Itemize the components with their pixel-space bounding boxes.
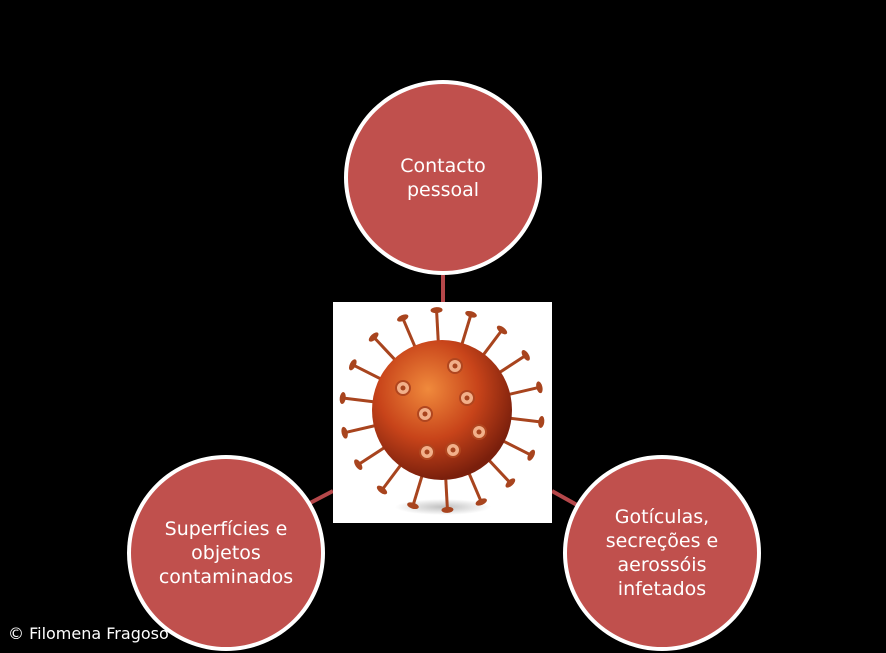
virus-spike-tip <box>527 449 536 461</box>
virus-spike <box>496 354 527 376</box>
virus-receptor-core <box>464 395 470 401</box>
node-droplets-aerosols-label: Gotículas, secreções e aerossóis infetad… <box>605 506 719 600</box>
node-personal-contact: Contacto pessoal <box>344 80 542 275</box>
virus-spike <box>435 310 440 345</box>
virus-spike-tip <box>348 359 357 371</box>
virus-spike-tip <box>538 416 545 428</box>
virus-spike-tip <box>465 310 477 318</box>
virus-spike-tip <box>368 332 379 342</box>
connector-right <box>551 489 578 507</box>
virus-spike-tip <box>341 426 348 439</box>
virus-spike-tip <box>441 506 454 513</box>
virus-spike <box>342 396 377 404</box>
virus-receptors <box>395 358 487 460</box>
virus-spike <box>411 472 425 507</box>
virus-spike <box>466 470 483 503</box>
virus-spike <box>401 317 418 350</box>
virus-spike <box>486 457 512 485</box>
node-personal-contact-label: Contacto pessoal <box>400 154 486 201</box>
virus-receptor-core <box>450 447 456 453</box>
virus-spike-tip <box>339 392 346 404</box>
virus-spike-tip <box>521 350 530 361</box>
connector-left <box>309 489 334 505</box>
virus-spike-tip <box>496 325 508 335</box>
virus-spike-tip <box>536 381 543 394</box>
virus-spike-tip <box>397 314 409 322</box>
virus-spike <box>344 423 379 435</box>
virus-receptor-core <box>424 449 430 455</box>
virus-receptor-core <box>400 385 406 391</box>
virus-spike <box>352 363 384 382</box>
node-contaminated-surfaces: Superfícies e objetos contaminados <box>127 455 325 651</box>
virus-spike-tip <box>475 498 487 506</box>
virus-spike <box>357 444 388 466</box>
virus-spike <box>500 438 532 457</box>
virus-receptor-core <box>476 429 482 435</box>
virus-spike <box>459 313 473 348</box>
virus-spike <box>505 385 540 397</box>
virus-spike <box>372 335 398 363</box>
virus-spike-tip <box>354 459 363 470</box>
virus-spikes <box>339 307 545 513</box>
virus-spike-tip <box>376 485 388 495</box>
virus-receptor-core <box>422 411 428 417</box>
virus-spike-tip <box>407 502 419 510</box>
virus-spike <box>444 475 449 510</box>
center-image-panel <box>333 302 552 523</box>
virus-spike-tip <box>430 307 443 314</box>
virus-icon <box>339 307 545 515</box>
virus-receptor-core <box>452 363 458 369</box>
node-contaminated-surfaces-label: Superfícies e objetos contaminados <box>158 518 294 588</box>
virus-spike <box>380 461 404 491</box>
virus-spike <box>507 416 542 424</box>
node-droplets-aerosols: Gotículas, secreções e aerossóis infetad… <box>563 455 761 651</box>
copyright-text: © Filomena Fragoso <box>8 624 169 643</box>
virus-spike-tip <box>505 478 516 488</box>
virus-spike <box>480 329 504 359</box>
